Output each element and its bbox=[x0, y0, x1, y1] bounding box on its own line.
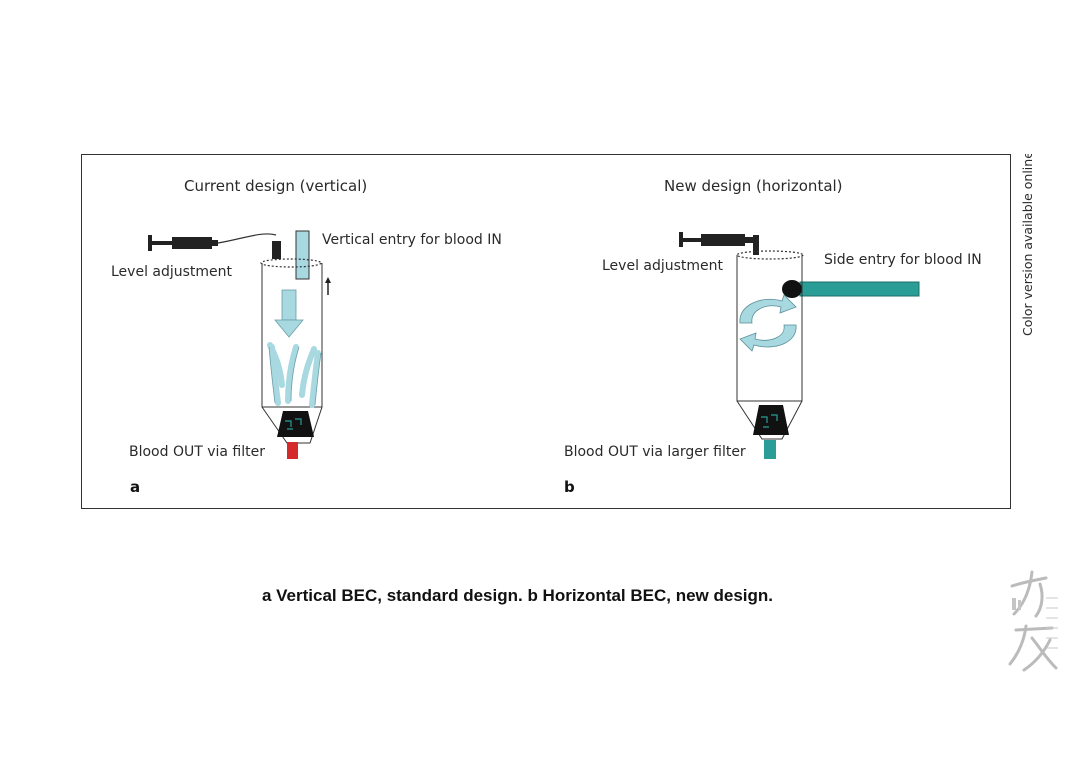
circular-flow-icon bbox=[739, 294, 797, 352]
flow-swirl-arrows bbox=[267, 342, 321, 408]
syringe-icon bbox=[148, 233, 277, 251]
panel-b-out-label: Blood OUT via larger filter bbox=[564, 444, 746, 460]
outlet-teal bbox=[764, 440, 776, 459]
panel-b-entry-label: Side entry for blood IN bbox=[824, 252, 982, 268]
vertical-inlet-tube bbox=[295, 230, 310, 280]
filter-icon bbox=[753, 405, 789, 435]
level-connector bbox=[272, 241, 281, 259]
figure-frame: Current design (vertical) Level adjustme… bbox=[81, 154, 1011, 509]
flow-swirl-outlines bbox=[268, 346, 322, 406]
side-inlet-port bbox=[782, 280, 802, 298]
panel-b-letter: b bbox=[564, 478, 575, 496]
panel-a-entry-label: Vertical entry for blood IN bbox=[322, 232, 502, 248]
panel-b-level-label: Level adjustment bbox=[602, 258, 724, 274]
color-version-note: Color version available online bbox=[1020, 154, 1035, 336]
panel-a-letter: a bbox=[130, 478, 140, 496]
bec-diagram: Current design (vertical) Level adjustme… bbox=[111, 177, 982, 496]
level-arrow-icon bbox=[325, 277, 331, 295]
syringe-icon bbox=[679, 232, 759, 255]
filter-icon bbox=[277, 411, 314, 437]
panel-a-title: Current design (vertical) bbox=[184, 177, 367, 195]
flow-down-arrow bbox=[274, 289, 304, 338]
color-version-text: Color version available online bbox=[1020, 154, 1035, 336]
figure-caption: a Vertical BEC, standard design. b Horiz… bbox=[261, 586, 774, 605]
side-inlet-tube bbox=[799, 281, 920, 297]
panel-a-level-label: Level adjustment bbox=[111, 264, 233, 280]
watermark-logo-icon bbox=[1008, 570, 1058, 672]
panel-a-out-label: Blood OUT via filter bbox=[129, 444, 265, 460]
reservoir-b bbox=[736, 250, 804, 440]
outlet-red bbox=[287, 442, 298, 459]
panel-b-title: New design (horizontal) bbox=[664, 177, 843, 195]
